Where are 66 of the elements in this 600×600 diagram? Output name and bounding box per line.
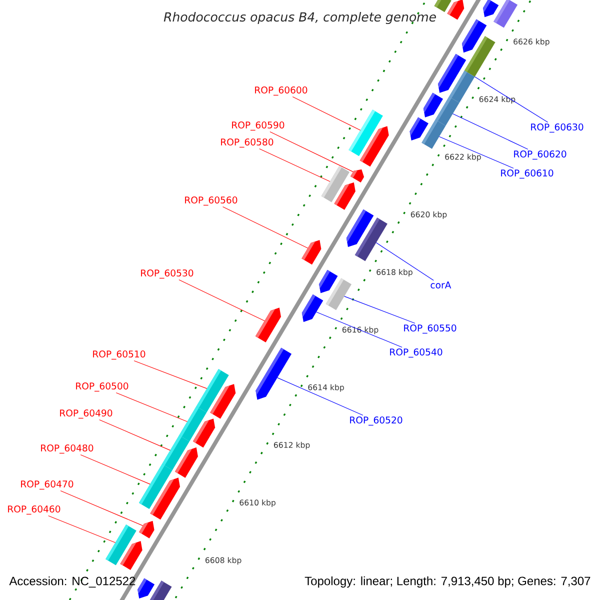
gene-block bbox=[410, 117, 428, 140]
gene-block bbox=[150, 478, 180, 520]
feature-box bbox=[149, 580, 172, 600]
gene-block bbox=[334, 182, 356, 210]
gene-label: ROP_60550 bbox=[404, 324, 456, 334]
feature-box bbox=[449, 70, 475, 103]
leader-line bbox=[134, 360, 208, 389]
leader-line bbox=[178, 279, 265, 322]
gene-label: ROP_60460 bbox=[8, 505, 60, 515]
gene-label: ROP_60600 bbox=[255, 86, 308, 96]
gene-block bbox=[483, 0, 499, 18]
gene-block bbox=[138, 578, 155, 599]
gene-block bbox=[256, 348, 292, 400]
leader-line bbox=[438, 136, 514, 169]
title: Rhodococcus opacus B4, complete genome bbox=[164, 12, 436, 24]
leader-line bbox=[277, 377, 364, 416]
leader-line bbox=[222, 206, 308, 248]
leader-line bbox=[316, 312, 402, 348]
leader-line bbox=[474, 76, 548, 123]
gene-label: ROP_60530 bbox=[141, 269, 194, 279]
feature-box bbox=[434, 0, 452, 12]
leader-line bbox=[270, 131, 354, 172]
gene-block bbox=[360, 126, 389, 167]
gene-block bbox=[174, 447, 198, 478]
leader-line bbox=[80, 454, 150, 484]
gene-label: ROP_60490 bbox=[60, 409, 112, 419]
gene-block bbox=[255, 308, 281, 342]
feature-box bbox=[422, 120, 446, 149]
gene-label: ROP_60520 bbox=[350, 416, 402, 426]
leader-line bbox=[292, 96, 361, 131]
gene-block bbox=[447, 0, 464, 20]
leader-line bbox=[376, 242, 434, 281]
feature-box bbox=[464, 36, 496, 77]
leader-line bbox=[99, 419, 171, 451]
gene-block bbox=[319, 270, 338, 294]
gene-block bbox=[120, 541, 142, 570]
gene-label: corA bbox=[430, 282, 452, 288]
accession-text: Accession: NC_012522 bbox=[9, 576, 136, 588]
feature-box bbox=[494, 0, 518, 28]
gene-block bbox=[192, 418, 216, 448]
gene-label: ROP_60560 bbox=[185, 196, 238, 206]
feature-box bbox=[435, 96, 460, 126]
gene-label: ROP_60540 bbox=[390, 348, 442, 358]
gene-label: ROP_60510 bbox=[93, 350, 146, 360]
gene-label: ROP_60470 bbox=[21, 480, 74, 490]
gene-label: ROP_60590 bbox=[232, 121, 284, 131]
summary-text: Topology: linear; Length: 7,913,450 bp; Genes: 7,307 bbox=[304, 576, 590, 588]
leader-line bbox=[344, 296, 416, 324]
gene-label: ROP_60480 bbox=[41, 444, 94, 454]
gene-block bbox=[302, 240, 322, 265]
gene-block bbox=[302, 294, 324, 322]
leader-line bbox=[259, 148, 330, 182]
leader-line bbox=[60, 490, 144, 526]
gene-label: ROP_60610 bbox=[501, 169, 554, 179]
gene-label: ROP_60500 bbox=[76, 382, 128, 392]
gene-block bbox=[210, 384, 236, 419]
feature-box bbox=[354, 218, 388, 262]
gene-label: ROP_60620 bbox=[514, 150, 566, 160]
gene-block bbox=[139, 520, 154, 538]
leader-line bbox=[116, 392, 188, 422]
feature-box bbox=[326, 278, 352, 310]
gene-label: ROP_60580 bbox=[221, 138, 274, 148]
leader-line bbox=[48, 515, 116, 543]
leader-line bbox=[452, 113, 528, 150]
gene-label: ROP_60630 bbox=[531, 123, 584, 133]
gene-block bbox=[350, 169, 364, 183]
